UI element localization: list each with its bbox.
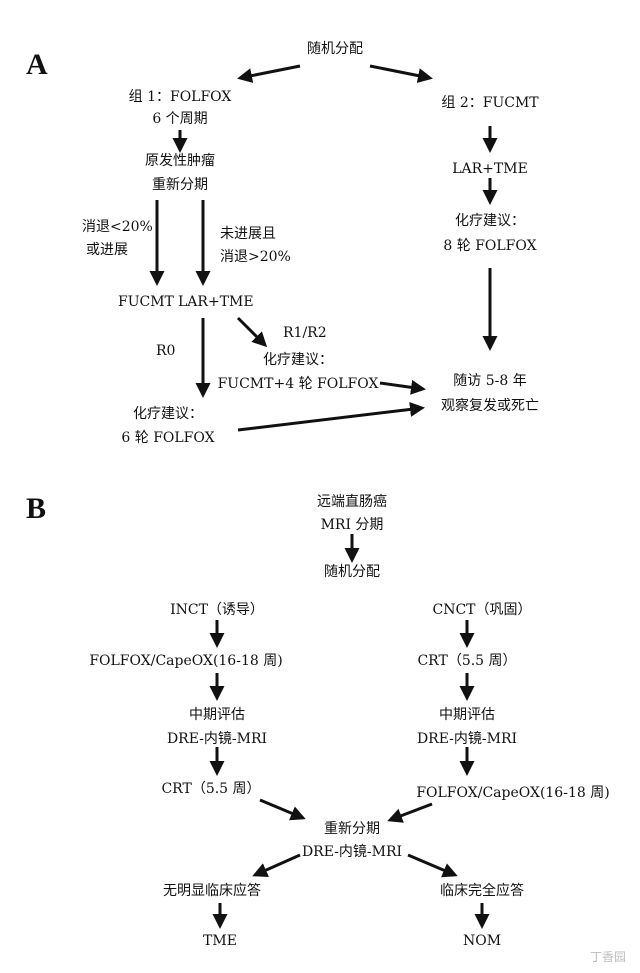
- b-restage-line2: DRE-内镜-MRI: [301, 844, 403, 860]
- a-fucmt: FUCMT: [118, 294, 174, 310]
- b-right-crt: CRT（5.5 周）: [417, 653, 517, 669]
- a-restage-line2: 重新分期: [152, 177, 208, 193]
- b-randomize: 随机分配: [324, 564, 380, 580]
- a-chemo-right-line2: 8 轮 FOLFOX: [443, 238, 537, 254]
- b-left-chemo: FOLFOX/CapeOX(16-18 周): [89, 653, 283, 669]
- arrow-restage-to-noresponse: [252, 853, 301, 877]
- a-chemo-mid-line1: 化疗建议：: [263, 352, 333, 368]
- arrow-chemo-mid-to-followup: [379, 379, 426, 395]
- a-r1r2: R1/R2: [283, 325, 327, 341]
- a-chemo-mid-line2: FUCMT+4 轮 FOLFOX: [217, 376, 379, 392]
- b-right-mid-line1: 中期评估: [439, 707, 495, 723]
- arrow-left-crt-to-restage: [259, 798, 306, 821]
- b-inct: INCT（诱导）: [170, 602, 264, 618]
- watermark: 丁香园: [589, 950, 626, 964]
- b-right-chemo: FOLFOX/CapeOX(16-18 周): [416, 785, 610, 801]
- b-right-mid-line2: DRE-内镜-MRI: [416, 731, 518, 747]
- a-chemo-right-line1: 化疗建议：: [455, 213, 525, 229]
- panel-a-label: A: [26, 48, 48, 81]
- a-regress-high-line1: 未进展且: [220, 226, 276, 242]
- b-no-response: 无明显临床应答: [163, 883, 261, 899]
- b-left-crt: CRT（5.5 周）: [161, 781, 261, 797]
- b-left-mid-line2: DRE-内镜-MRI: [166, 731, 268, 747]
- b-nom: NOM: [462, 933, 502, 949]
- b-left-mid-line1: 中期评估: [189, 707, 245, 723]
- a-followup-line2: 观察复发或死亡: [441, 398, 539, 414]
- b-rectal-line1: 远端直肠癌: [317, 494, 387, 510]
- b-restage-line1: 重新分期: [324, 821, 380, 837]
- a-chemo-bottom-line1: 化疗建议：: [133, 406, 203, 422]
- a-lar-tme-right: LAR+TME: [452, 161, 528, 177]
- a-randomize: 随机分配: [307, 41, 363, 57]
- arrow-chemo-bottom-to-followup: [237, 401, 425, 432]
- arrow-right-chemo-to-restage: [387, 802, 433, 823]
- a-group1-title: 组 1：FOLFOX: [128, 89, 232, 105]
- arrow-restage-to-complete: [407, 853, 458, 878]
- a-restage-line1: 原发性肿瘤: [145, 153, 215, 169]
- a-followup-line1: 随访 5-8 年: [453, 373, 527, 389]
- a-lar-tme-left: LAR+TME: [178, 294, 254, 310]
- b-tme: TME: [203, 933, 237, 949]
- a-group2-title: 组 2：FUCMT: [441, 95, 539, 111]
- a-regress-high-line2: 消退>20%: [220, 249, 291, 265]
- arrow-random-to-group2: [369, 64, 433, 84]
- a-regress-low-line2: 或进展: [86, 242, 128, 258]
- a-group1-cycles: 6 个周期: [152, 111, 208, 127]
- arrow-random-to-group1: [237, 64, 301, 84]
- b-cnct: CNCT（巩固）: [432, 602, 532, 618]
- b-rectal-line2: MRI 分期: [320, 517, 384, 533]
- panel-b-label: B: [26, 492, 47, 525]
- b-complete-response: 临床完全应答: [440, 883, 524, 899]
- a-r0: R0: [156, 343, 176, 359]
- a-chemo-bottom-line2: 6 轮 FOLFOX: [121, 430, 215, 446]
- a-regress-low-line1: 消退<20%: [82, 219, 153, 235]
- arrow-lar-to-chemo-mid: [236, 316, 268, 348]
